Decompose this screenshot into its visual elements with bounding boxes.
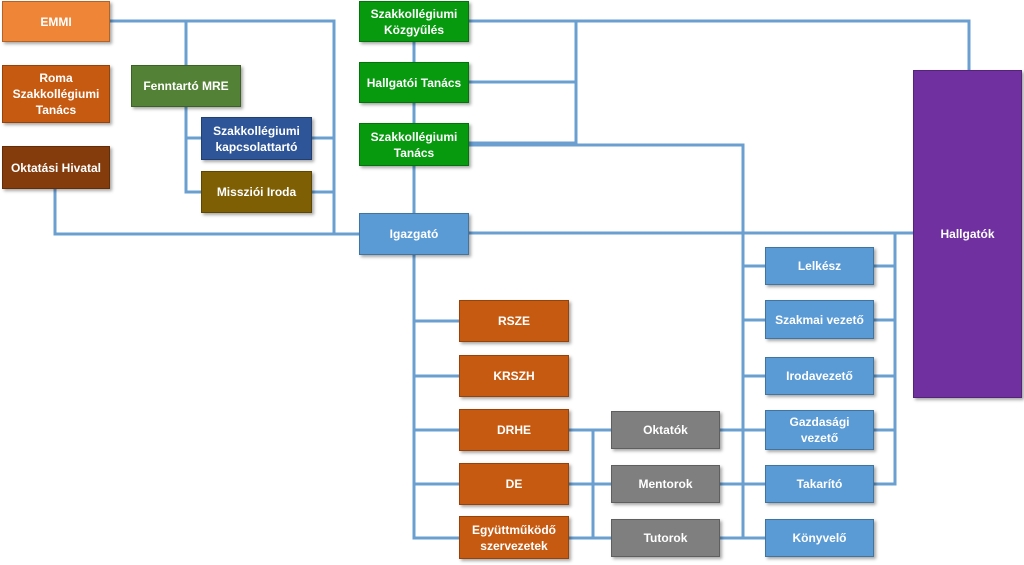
node-szakkollegiumi-kozgyules: Szakkollégiumi Közgyűlés <box>359 1 469 42</box>
node-fenntarto-mre: Fenntartó MRE <box>131 65 241 107</box>
node-roma-szakkollegiumi-tanacs: Roma Szakkollégiumi Tanács <box>2 65 110 123</box>
node-igazgato: Igazgató <box>359 213 469 255</box>
node-drhe: DRHE <box>459 409 569 451</box>
node-tutorok: Tutorok <box>611 519 720 557</box>
node-misszioi-iroda: Missziói Iroda <box>201 171 312 213</box>
node-hallgatoi-tanacs: Hallgatói Tanács <box>359 62 469 103</box>
node-krszh: KRSZH <box>459 355 569 397</box>
node-irodavezeto: Irodavezető <box>765 357 874 395</box>
node-egyuttmukodo-szervezetek: Együttműködő szervezetek <box>459 516 569 559</box>
node-lelkesz: Lelkész <box>765 247 874 285</box>
node-szakmai-vezeto: Szakmai vezető <box>765 300 874 339</box>
node-oktatasi-hivatal: Oktatási Hivatal <box>2 146 110 189</box>
node-hallgatok: Hallgatók <box>913 70 1022 398</box>
node-oktatok: Oktatók <box>611 411 720 449</box>
node-takarito: Takarító <box>765 465 874 503</box>
node-emmi: EMMI <box>2 1 110 42</box>
node-mentorok: Mentorok <box>611 465 720 503</box>
node-szakkollegiumi-tanacs: Szakkollégiumi Tanács <box>359 123 469 166</box>
node-gazdasagi-vezeto: Gazdasági vezető <box>765 410 874 450</box>
node-szakkollegiumi-kapcsolattarto: Szakkollégiumi kapcsolattartó <box>201 117 312 160</box>
node-rsze: RSZE <box>459 300 569 342</box>
node-konyvelo: Könyvelő <box>765 519 874 557</box>
node-de: DE <box>459 463 569 505</box>
